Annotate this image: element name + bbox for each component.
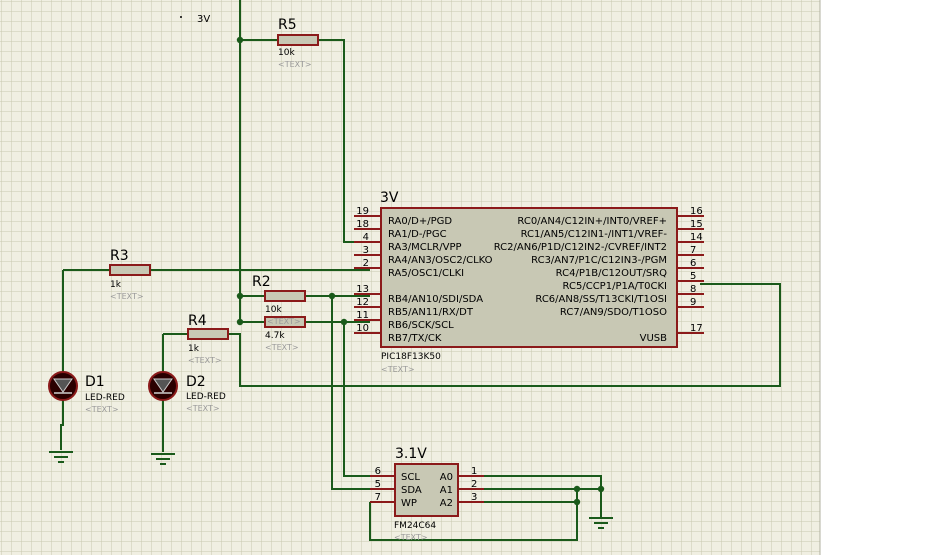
svg-text:A2: A2 [440,498,453,509]
r5-value: 10k [278,48,295,58]
eeprom-right-pins: 1A0 2A1 3A2 [440,466,484,509]
ground-icon[interactable] [589,517,613,529]
svg-text:RA5/OSC1/CLKI: RA5/OSC1/CLKI [388,268,464,279]
svg-text:12: 12 [356,297,369,308]
svg-text:RC7/AN9/SDO/T1OSO: RC7/AN9/SDO/T1OSO [560,307,667,318]
svg-text:19: 19 [356,206,369,217]
r3-ref: R3 [110,248,129,264]
svg-text:RA3/MCLR/VPP: RA3/MCLR/VPP [388,242,462,253]
r2-text: <TEXT> [265,343,299,352]
svg-text:14: 14 [690,232,703,243]
junctions [236,36,605,506]
r3-value: 1k [110,280,122,290]
r4-value: 1k [188,344,200,354]
svg-text:16: 16 [690,206,703,217]
led-d2[interactable]: D2 LED-RED <TEXT> [148,371,226,413]
svg-text:A1: A1 [440,485,453,496]
svg-text:17: 17 [690,323,703,334]
svg-text:RA0/D+/PGD: RA0/D+/PGD [388,216,452,227]
svg-text:SCL: SCL [401,472,420,483]
resistor-r5[interactable]: R5 10k <TEXT> [277,17,319,69]
svg-text:5: 5 [690,271,696,282]
svg-text:RC3/AN7/P1C/C12IN3-/PGM: RC3/AN7/P1C/C12IN3-/PGM [531,255,667,266]
svg-text:A0: A0 [440,472,453,483]
svg-text:WP: WP [401,498,417,509]
svg-text:9: 9 [690,297,696,308]
svg-text:SDA: SDA [401,485,422,496]
d2-text: <TEXT> [186,404,220,413]
r5-text: <TEXT> [278,60,312,69]
svg-text:RC6/AN8/SS/T13CKI/T1OSI: RC6/AN8/SS/T13CKI/T1OSI [535,294,667,305]
ground-icon[interactable] [151,453,175,465]
r1-text-overlap: <TEXT> [267,317,301,326]
svg-text:6: 6 [690,258,696,269]
mcu-part: PIC18F13K50 [381,352,441,362]
resistor-r3[interactable]: R3 1k <TEXT> [109,248,151,301]
svg-text:RB7/TX/CK: RB7/TX/CK [388,333,442,344]
power-terminal-label: 3V [197,14,210,25]
r1-value-overlap: 10k [265,305,282,315]
svg-text:RC2/AN6/P1D/C12IN2-/CVREF/INT2: RC2/AN6/P1D/C12IN2-/CVREF/INT2 [494,242,667,253]
svg-text:15: 15 [690,219,703,230]
svg-text:7: 7 [690,245,696,256]
svg-text:RC0/AN4/C12IN+/INT0/VREF+: RC0/AN4/C12IN+/INT0/VREF+ [517,216,667,227]
svg-text:18: 18 [356,219,369,230]
r5-ref: R5 [278,17,297,33]
d1-value: LED-RED [85,393,125,403]
wires [60,0,781,541]
svg-text:3: 3 [363,245,369,256]
eeprom-name: 3.1V [395,446,427,462]
svg-text:1: 1 [471,466,477,477]
d1-ref: D1 [85,374,105,390]
svg-text:RC1/AN5/C12IN1-/INT1/VREF-: RC1/AN5/C12IN1-/INT1/VREF- [521,229,668,240]
svg-text:7: 7 [375,492,381,503]
svg-text:VUSB: VUSB [640,333,668,344]
r3-text: <TEXT> [110,292,144,301]
r2-ref: R2 [252,274,271,290]
svg-text:RB5/AN11/RX/DT: RB5/AN11/RX/DT [388,307,474,318]
svg-text:RB4/AN10/SDI/SDA: RB4/AN10/SDI/SDA [388,294,483,305]
mcu-text: <TEXT> [381,365,415,374]
power-terminal-3v[interactable]: 3V [180,14,210,25]
mcu-name: 3V [380,190,399,206]
resistor-r2[interactable]: R2 10k <TEXT> 4.7k <TEXT> [252,274,306,352]
svg-text:RC5/CCP1/P1A/T0CKI: RC5/CCP1/P1A/T0CKI [563,281,667,292]
eeprom-part: FM24C64 [394,521,436,531]
svg-text:RA4/AN3/OSC2/CLKO: RA4/AN3/OSC2/CLKO [388,255,493,266]
ground-icon[interactable] [49,451,73,463]
svg-text:RA1/D-/PGC: RA1/D-/PGC [388,229,447,240]
svg-text:RC4/P1B/C12OUT/SRQ: RC4/P1B/C12OUT/SRQ [556,268,667,279]
svg-text:RB6/SCK/SCL: RB6/SCK/SCL [388,320,454,331]
eeprom-text: <TEXT> [394,533,428,542]
svg-text:4: 4 [363,232,369,243]
d1-text: <TEXT> [85,405,119,414]
svg-text:13: 13 [356,284,369,295]
resistor-r4[interactable]: R4 1k <TEXT> [187,313,229,365]
r2-value: 4.7k [265,331,285,341]
r4-ref: R4 [188,313,207,329]
svg-text:6: 6 [375,466,381,477]
svg-text:10: 10 [356,323,369,334]
svg-text:5: 5 [375,479,381,490]
svg-text:2: 2 [363,258,369,269]
svg-text:3: 3 [471,492,477,503]
r4-text: <TEXT> [188,356,222,365]
led-d1[interactable]: D1 LED-RED <TEXT> [48,371,125,414]
d2-ref: D2 [186,374,206,390]
svg-text:11: 11 [356,310,369,321]
svg-text:8: 8 [690,284,696,295]
d2-value: LED-RED [186,392,226,402]
svg-text:2: 2 [471,479,477,490]
